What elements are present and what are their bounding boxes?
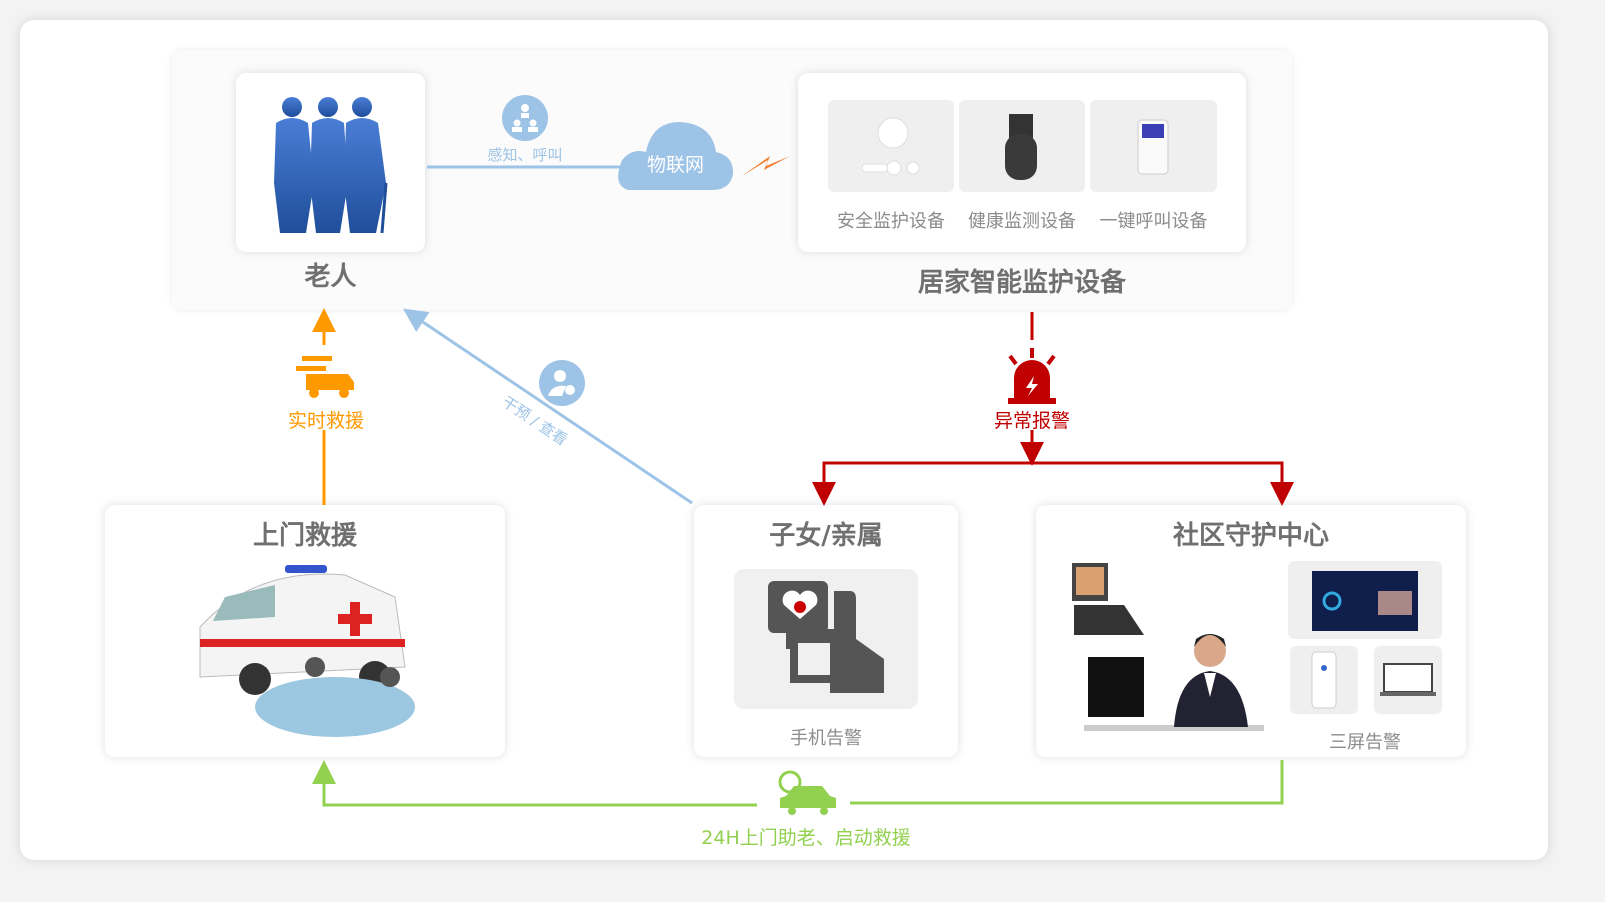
device-label: 健康监测设备 bbox=[968, 211, 1076, 232]
rescue-label: 实时救援 bbox=[287, 410, 364, 432]
elderly-people-icon bbox=[274, 97, 388, 234]
center-caption: 三屏告警 bbox=[1329, 732, 1401, 753]
laptop-screen-image bbox=[1374, 646, 1442, 714]
big-screen-image bbox=[1288, 561, 1442, 639]
device-label: 一键呼叫设备 bbox=[1099, 211, 1208, 232]
alarm-label: 异常报警 bbox=[993, 410, 1070, 432]
health-device-image bbox=[959, 100, 1085, 192]
call-device-image bbox=[1090, 100, 1217, 192]
center-card: 社区守护中心 三屏告警 bbox=[1036, 505, 1466, 757]
phone-alert-image bbox=[734, 569, 918, 709]
lightning-icon bbox=[742, 156, 790, 176]
family-caption: 手机告警 bbox=[790, 728, 862, 749]
family-title: 子女/亲属 bbox=[769, 521, 883, 551]
doctor-check-icon bbox=[539, 360, 585, 406]
rescue-title: 上门救援 bbox=[252, 521, 357, 551]
family-card: 子女/亲属 手机告警 bbox=[694, 505, 958, 757]
safety-device-image bbox=[828, 100, 954, 192]
operator-image bbox=[1072, 563, 1264, 731]
delivery-truck-icon bbox=[296, 356, 354, 398]
intervene-arrow bbox=[403, 308, 693, 505]
car-24h-icon bbox=[778, 770, 836, 815]
home-devices-title: 居家智能监护设备 bbox=[917, 268, 1126, 298]
center-title: 社区守护中心 bbox=[1172, 521, 1329, 551]
sense-call-label: 感知、呼叫 bbox=[487, 146, 563, 164]
elderly-title: 老人 bbox=[304, 262, 357, 292]
alarm-siren-icon bbox=[1008, 348, 1056, 404]
door-service-label: 24H上门助老、启动救援 bbox=[701, 827, 911, 849]
rescue-card: 上门救援 bbox=[105, 505, 505, 757]
mobile-screen-image bbox=[1290, 646, 1358, 714]
cloud-icon bbox=[618, 122, 734, 190]
device-label: 安全监护设备 bbox=[837, 211, 945, 232]
ambulance-image bbox=[199, 565, 415, 737]
elderly-card bbox=[236, 73, 425, 252]
iot-cloud-label: 物联网 bbox=[646, 154, 704, 176]
